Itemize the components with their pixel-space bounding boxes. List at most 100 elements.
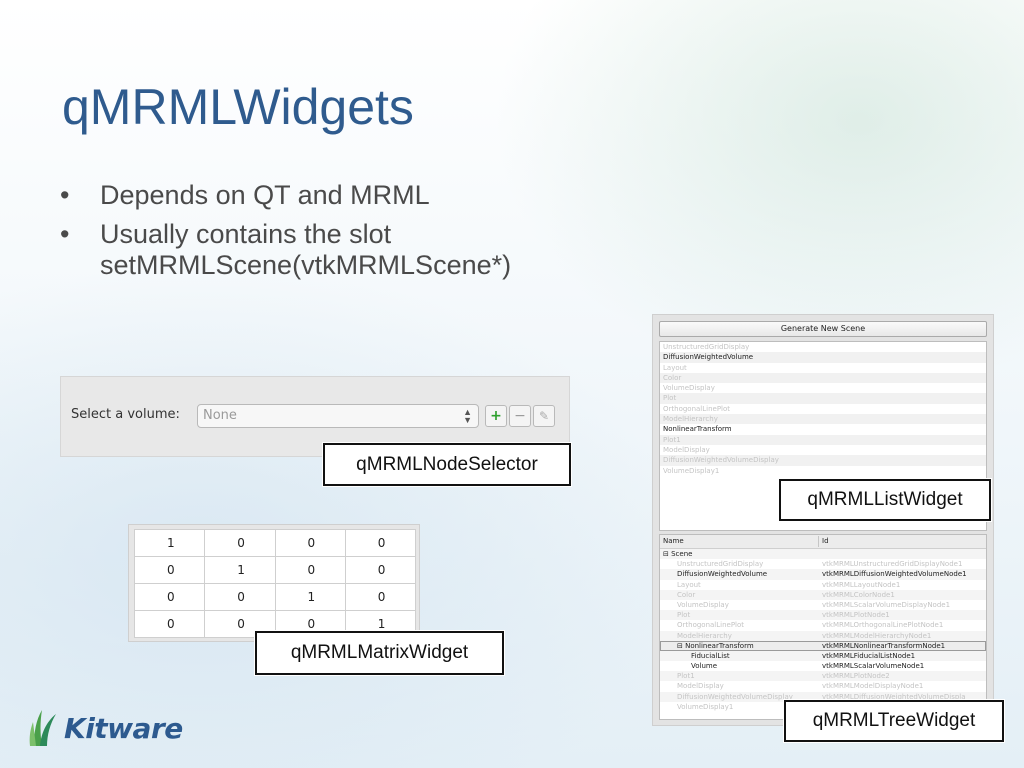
bullet-glyph: • xyxy=(60,219,70,249)
matrix-cell[interactable]: 0 xyxy=(133,610,206,638)
volume-combo-value: None xyxy=(203,408,237,423)
tree-column-id[interactable]: Id xyxy=(822,537,829,545)
node-selector-widget: Select a volume: None ▲▼ + − ✎ xyxy=(60,376,570,457)
tree-node-id: vtkMRMLModelDisplayNode1 xyxy=(822,682,924,691)
pencil-icon: ✎ xyxy=(538,409,550,423)
list-item[interactable]: OrthogonalLinePlot xyxy=(663,404,731,413)
tree-node-name: DiffusionWeightedVolumeDisplay xyxy=(677,692,793,701)
tree-header: Name Id xyxy=(660,535,986,549)
tree-column-name[interactable]: Name xyxy=(663,537,684,545)
list-item[interactable]: UnstructuredGridDisplay xyxy=(663,343,750,351)
tree-row[interactable]: VolumeDisplay1 xyxy=(660,702,986,712)
bullet-item: • Depends on QT and MRML xyxy=(58,180,658,211)
matrix-cell[interactable]: 0 xyxy=(204,583,276,611)
minus-icon: − xyxy=(514,408,526,424)
list-item[interactable]: DiffusionWeightedVolumeDisplay xyxy=(660,455,986,466)
tree-node-id: vtkMRMLNonlinearTransformNode1 xyxy=(822,641,946,650)
tree-node-name: DiffusionWeightedVolume xyxy=(677,570,768,579)
list-item[interactable]: VolumeDisplay1 xyxy=(663,466,720,475)
tree-node-name: UnstructuredGridDisplay xyxy=(677,560,764,569)
node-selector-label: Select a volume: xyxy=(71,407,180,422)
tree-row[interactable]: VolumeDisplay vtkMRMLScalarVolumeDisplayN… xyxy=(660,600,986,610)
tree-node-id: vtkMRMLColorNode1 xyxy=(822,590,895,599)
list-item[interactable]: ModelDisplay xyxy=(663,445,710,454)
tree-node-id: vtkMRMLFiducialListNode1 xyxy=(822,651,916,660)
kitware-leaf-icon xyxy=(29,710,56,746)
add-node-button[interactable]: + xyxy=(485,405,507,427)
list-item[interactable]: VolumeDisplay xyxy=(663,384,715,393)
tree-row[interactable]: Plot1 vtkMRMLPlotNode2 xyxy=(660,671,986,682)
matrix-cell[interactable]: 0 xyxy=(204,529,276,557)
matrix-cell[interactable]: 0 xyxy=(344,529,417,557)
updown-arrow-icon: ▲▼ xyxy=(463,407,472,425)
list-item[interactable]: Plot xyxy=(660,393,986,404)
tree-node-name: Layout xyxy=(677,580,701,589)
matrix-cell[interactable]: 0 xyxy=(274,529,346,557)
callout-list-widget: qMRMLListWidget xyxy=(779,479,991,521)
tree-row[interactable]: ⊟ Scene xyxy=(660,549,986,560)
tree-row[interactable]: UnstructuredGridDisplay vtkMRMLUnstructur… xyxy=(660,559,986,569)
tree-node-name: Plot1 xyxy=(677,672,695,681)
bullet-item: •Usually contains the slot setMRMLScene(… xyxy=(58,219,658,281)
tree-node-name: OrthogonalLinePlot xyxy=(677,621,745,630)
slide-title: qMRMLWidgets xyxy=(62,79,414,135)
tree-node-id: vtkMRMLScalarVolumeDisplayNode1 xyxy=(822,600,951,609)
matrix-cell[interactable]: 0 xyxy=(133,556,206,584)
tree-node-name: VolumeDisplay xyxy=(677,600,729,609)
list-item[interactable]: Plot1 xyxy=(660,434,986,445)
remove-node-button[interactable]: − xyxy=(509,405,531,427)
tree-row[interactable]: FiducialList vtkMRMLFiducialListNode1 xyxy=(660,650,986,662)
column-separator xyxy=(818,536,819,547)
tree-node-name: ⊟ Scene xyxy=(663,550,693,558)
list-item[interactable]: ModelHierarchy xyxy=(660,414,986,425)
callout-tree-widget: qMRMLTreeWidget xyxy=(784,700,1004,742)
list-item[interactable]: DiffusionWeightedVolume xyxy=(660,352,986,363)
bullet-list: • Depends on QT and MRML •Usually contain… xyxy=(58,180,658,289)
tree-node-name: Plot xyxy=(677,611,691,620)
edit-node-button[interactable]: ✎ xyxy=(533,405,555,427)
tree-node-id: vtkMRMLUnstructuredGridDisplayNode1 xyxy=(822,560,963,569)
tree-node-id: vtkMRMLOrthogonalLinePlotNode1 xyxy=(822,621,944,630)
generate-new-scene-button[interactable]: Generate New Scene xyxy=(659,321,987,337)
tree-node-name: ModelDisplay xyxy=(677,682,724,691)
logo-text: Kitware xyxy=(64,712,183,745)
matrix-cell[interactable]: 1 xyxy=(133,529,206,557)
tree-row[interactable]: ModelDisplay vtkMRMLModelDisplayNode1 xyxy=(660,681,986,691)
tree-node-name: ⊟ NonlinearTransform xyxy=(677,641,754,650)
tree-node-id: vtkMRMLLayoutNode1 xyxy=(822,580,901,589)
list-item[interactable]: Color xyxy=(660,372,986,384)
tree-row[interactable]: Layout vtkMRMLLayoutNode1 xyxy=(660,580,986,590)
matrix-cell[interactable]: 0 xyxy=(344,556,417,584)
matrix-cell[interactable]: 0 xyxy=(133,583,206,611)
matrix-cell[interactable]: 0 xyxy=(344,583,417,611)
callout-node-selector: qMRMLNodeSelector xyxy=(323,443,571,486)
bullet-glyph: • xyxy=(60,180,70,210)
tree-node-id: vtkMRMLPlotNode2 xyxy=(822,672,890,681)
list-item[interactable]: Layout xyxy=(663,363,687,372)
list-item[interactable]: NonlinearTransform xyxy=(663,425,732,434)
plus-icon: + xyxy=(490,408,502,424)
matrix-cell[interactable]: 1 xyxy=(204,556,276,584)
matrix-cell[interactable]: 1 xyxy=(274,583,346,611)
volume-combo-box[interactable]: None ▲▼ xyxy=(197,404,479,428)
matrix-cell[interactable]: 0 xyxy=(274,556,346,584)
tree-node-name: FiducialList xyxy=(691,651,730,660)
bullet-text: Depends on QT and MRML xyxy=(100,180,430,210)
tree-row[interactable]: ⊟ NonlinearTransform vtkMRMLNonlinearTran… xyxy=(660,640,986,651)
kitware-logo: Kitware xyxy=(28,708,208,754)
tree-row[interactable]: OrthogonalLinePlot vtkMRMLOrthogonalLineP… xyxy=(660,620,986,630)
